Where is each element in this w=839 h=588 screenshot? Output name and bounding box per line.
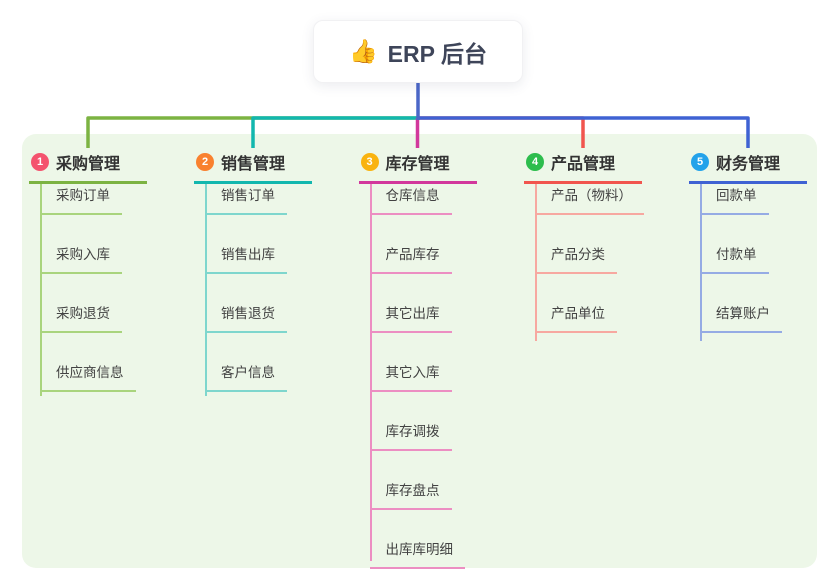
child-node[interactable]: 产品分类 (535, 243, 617, 274)
child-node[interactable]: 其它入库 (369, 361, 452, 392)
child-connector-line (700, 184, 702, 341)
child-node[interactable]: 供应商信息 (40, 361, 136, 392)
child-connector-line (535, 184, 537, 341)
branch-node-1[interactable]: 1 采购管理 (29, 147, 147, 184)
child-connector-line (369, 184, 372, 561)
child-node[interactable]: 出库库明细 (369, 538, 465, 569)
branch-children: 回款单付款单结算账户 (700, 184, 839, 341)
branch-number-badge: 5 (691, 153, 709, 171)
thumbs-up-icon: 👍 (349, 38, 378, 64)
child-node[interactable]: 付款单 (700, 243, 769, 274)
branch-node-4[interactable]: 4 产品管理 (524, 147, 642, 184)
child-node[interactable]: 客户信息 (205, 361, 287, 392)
child-node[interactable]: 产品（物料） (535, 184, 644, 215)
root-node-erp[interactable]: 👍 ERP 后台 (313, 20, 523, 83)
child-connector-line (205, 184, 207, 396)
child-node[interactable]: 产品库存 (369, 243, 452, 274)
child-node[interactable]: 库存盘点 (369, 479, 452, 510)
branch-column-5: 5 财务管理回款单付款单结算账户 (689, 147, 839, 341)
root-node-title: ERP 后台 (387, 40, 487, 67)
branch-node-2[interactable]: 2 销售管理 (194, 147, 312, 184)
branch-children: 销售订单销售出库销售退货客户信息 (205, 184, 354, 396)
branch-label: 采购管理 (56, 156, 121, 173)
branch-number-badge: 3 (360, 153, 379, 171)
child-node[interactable]: 产品单位 (535, 302, 617, 333)
branch-number-badge: 1 (31, 153, 49, 171)
child-node[interactable]: 销售退货 (205, 302, 287, 333)
child-node[interactable]: 销售订单 (205, 184, 287, 215)
child-node[interactable]: 回款单 (700, 184, 769, 215)
child-node[interactable]: 仓库信息 (369, 184, 452, 215)
branch-node-3[interactable]: 3 库存管理 (358, 147, 477, 184)
branch-label: 产品管理 (551, 156, 616, 173)
mindmap-background-panel (22, 134, 817, 568)
branch-node-5[interactable]: 5 财务管理 (689, 147, 807, 184)
child-node[interactable]: 库存调拨 (369, 420, 452, 451)
child-node[interactable]: 结算账户 (700, 302, 782, 333)
branch-children: 产品（物料） 产品分类产品单位 (535, 184, 684, 341)
branch-column-4: 4 产品管理产品（物料） 产品分类产品单位 (524, 147, 684, 341)
branch-label: 库存管理 (385, 156, 450, 173)
branch-column-1: 1 采购管理采购订单采购入库采购退货供应商信息 (29, 147, 189, 396)
branch-column-2: 2 销售管理销售订单销售出库销售退货客户信息 (194, 147, 354, 396)
child-node[interactable]: 采购退货 (40, 302, 122, 333)
branch-column-3: 3 库存管理仓库信息产品库存其它出库其它入库库存调拨库存盘点出库库明细 (358, 147, 519, 569)
child-node[interactable]: 销售出库 (205, 243, 287, 274)
branch-label: 销售管理 (221, 156, 286, 173)
branch-children: 采购订单采购入库采购退货供应商信息 (40, 184, 189, 396)
child-connector-line (40, 184, 42, 396)
child-node[interactable]: 其它出库 (369, 302, 452, 333)
child-node[interactable]: 采购入库 (40, 243, 122, 274)
child-node[interactable]: 采购订单 (40, 184, 122, 215)
branch-number-badge: 2 (196, 153, 214, 171)
branch-children: 仓库信息产品库存其它出库其它入库库存调拨库存盘点出库库明细 (369, 184, 519, 569)
branch-number-badge: 4 (526, 153, 544, 171)
branch-label: 财务管理 (716, 156, 781, 173)
